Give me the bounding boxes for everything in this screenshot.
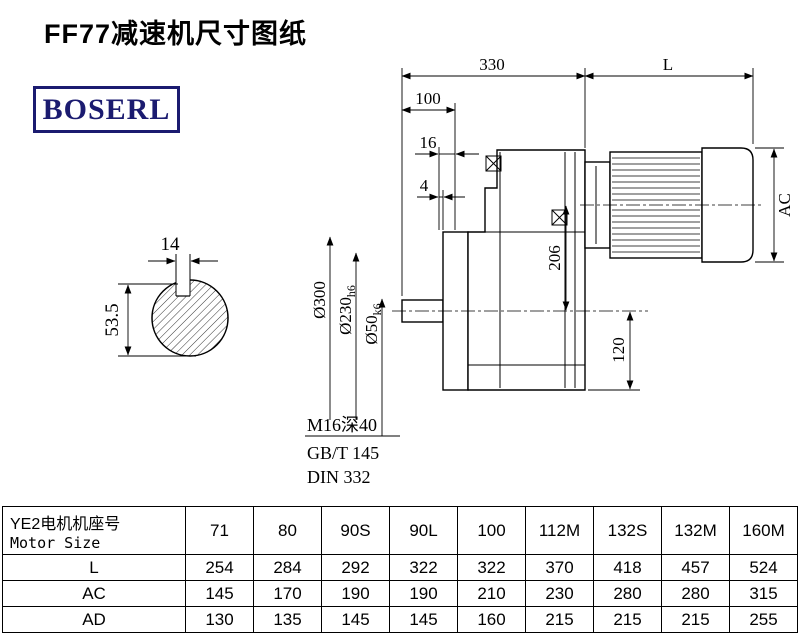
table-cell: 215 [593, 606, 662, 633]
brand-logo: BOSERL [33, 86, 180, 133]
note-m16: M16深40 [307, 415, 377, 435]
dim-120-label: 120 [609, 337, 628, 363]
table-header-row: YE2电机机座号 Motor Size 71 80 90S 90L 100 11… [2, 506, 798, 555]
table-row-AD: AD 130 135 145 145 160 215 215 215 255 [2, 606, 798, 633]
dim-330-label: 330 [479, 55, 505, 74]
header-size-132s: 132S [593, 506, 662, 555]
table-cell: 210 [457, 580, 526, 607]
table-cell: 254 [185, 554, 254, 581]
motor-fins [612, 157, 700, 253]
table-cell: 215 [525, 606, 594, 633]
table-cell: 524 [729, 554, 798, 581]
centerlines [392, 204, 762, 312]
section-dimension-lines [118, 257, 218, 357]
table-cell: 145 [185, 580, 254, 607]
header-size-90l: 90L [389, 506, 458, 555]
table-cell: 322 [457, 554, 526, 581]
table-cell: 322 [389, 554, 458, 581]
header-size-71: 71 [185, 506, 254, 555]
table-cell: 230 [525, 580, 594, 607]
header-size-132m: 132M [661, 506, 730, 555]
dim-300-label: Ø300 [310, 281, 329, 319]
dim-230h6-label: Ø230h6 [336, 285, 358, 335]
header-size-112m: 112M [525, 506, 594, 555]
table-row-L: L 254 284 292 322 322 370 418 457 524 [2, 554, 798, 581]
table-cell: 370 [525, 554, 594, 581]
table-cell: 284 [253, 554, 322, 581]
table-cell: 292 [321, 554, 390, 581]
table-cell: 457 [661, 554, 730, 581]
header-motor-size: YE2电机机座号 Motor Size [2, 506, 186, 555]
header-size-90s: 90S [321, 506, 390, 555]
table-cell: 135 [253, 606, 322, 633]
table-cell: 145 [389, 606, 458, 633]
table-cell: 170 [253, 580, 322, 607]
header-size-100: 100 [457, 506, 526, 555]
dim-14-label: 14 [161, 234, 181, 255]
table-cell: 315 [729, 580, 798, 607]
note-gbt145: GB/T 145 [307, 443, 379, 463]
page-title: FF77减速机尺寸图纸 [44, 19, 308, 49]
table-cell: 190 [389, 580, 458, 607]
dim-100-label: 100 [415, 89, 441, 108]
table-cell: 280 [661, 580, 730, 607]
table-cell: 418 [593, 554, 662, 581]
dim-206-label: 206 [545, 245, 564, 271]
dimension-table: YE2电机机座号 Motor Size 71 80 90S 90L 100 11… [2, 506, 798, 633]
dim-50k6-label: Ø50k6 [362, 303, 384, 344]
dimension-lines [305, 68, 784, 437]
header-motor-size-cn: YE2电机机座号 [10, 515, 121, 533]
table-cell: 160 [457, 606, 526, 633]
row-label-AD: AD [2, 606, 186, 633]
table-cell: 190 [321, 580, 390, 607]
dim-AC-label: AC [775, 193, 794, 217]
dim-4-label: 4 [420, 176, 429, 195]
table-cell: 215 [661, 606, 730, 633]
table-cell: 145 [321, 606, 390, 633]
technical-drawing: 14 53.5 [102, 55, 794, 487]
note-din332: DIN 332 [307, 467, 371, 487]
table-cell: 255 [729, 606, 798, 633]
table-cell: 130 [185, 606, 254, 633]
table-cell: 280 [593, 580, 662, 607]
dim-L-label: L [663, 55, 673, 74]
header-size-80: 80 [253, 506, 322, 555]
row-label-L: L [2, 554, 186, 581]
dim-16-label: 16 [420, 133, 437, 152]
table-row-AC: AC 145 170 190 190 210 230 280 280 315 [2, 580, 798, 607]
shaft-section-view [151, 254, 229, 357]
row-label-AC: AC [2, 580, 186, 607]
header-size-160m: 160M [729, 506, 798, 555]
header-motor-size-en: Motor Size [10, 533, 101, 552]
dim-53-5-label: 53.5 [102, 303, 123, 336]
